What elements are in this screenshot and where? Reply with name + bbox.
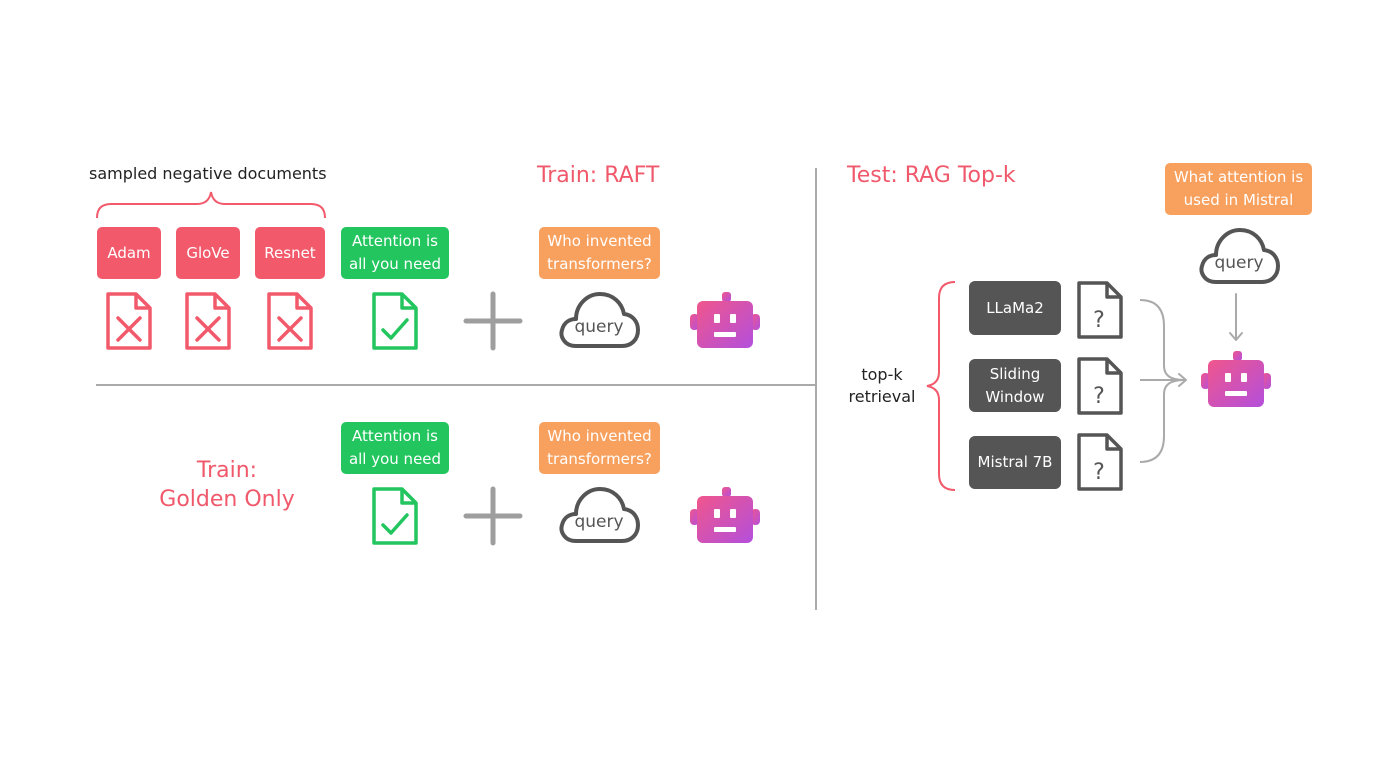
query-cloud-icon: query: [1199, 228, 1280, 284]
unknown-document-icon: ?: [1077, 357, 1123, 415]
train-golden-heading: Train: Golden Only: [159, 458, 295, 512]
negative-document-icon: [106, 292, 152, 350]
query-text: query: [574, 317, 623, 337]
query-text: query: [574, 512, 623, 532]
unknown-document-icon: ?: [1077, 433, 1123, 491]
query-text: query: [1214, 253, 1263, 273]
unknown-document-icon: ?: [1077, 281, 1123, 339]
retrieval-label: top-k retrieval: [848, 365, 916, 406]
negative-document-icon: [185, 292, 231, 350]
section-divider-horizontal: [96, 384, 816, 386]
question-label: Who invented transformers?: [539, 227, 660, 279]
retrieval-brace: [926, 281, 956, 491]
retrieved-doc-label: Mistral 7B: [969, 436, 1061, 489]
retrieved-doc-label: LLaMa2: [969, 281, 1061, 335]
negative-doc-label: GloVe: [176, 227, 240, 279]
question-label: Who invented transformers?: [539, 422, 660, 474]
golden-document-icon: [372, 487, 418, 545]
train-raft-heading: Train: RAFT: [537, 163, 660, 188]
golden-doc-label: Attention is all you need: [341, 422, 449, 474]
test-question-label: What attention is used in Mistral: [1165, 163, 1312, 215]
plus-icon: [463, 291, 523, 351]
unknown-mark: ?: [1093, 308, 1105, 333]
retrieved-doc-label: Sliding Window: [969, 359, 1061, 412]
section-divider-vertical: [815, 168, 817, 610]
query-cloud-icon: query: [559, 292, 640, 348]
golden-document-icon: [372, 292, 418, 350]
negatives-brace: [96, 191, 326, 219]
negative-document-icon: [267, 292, 313, 350]
robot-icon: [690, 292, 760, 348]
unknown-mark: ?: [1093, 384, 1105, 409]
query-cloud-icon: query: [559, 487, 640, 543]
robot-icon: [1201, 351, 1271, 407]
negative-doc-label: Resnet: [255, 227, 325, 279]
golden-doc-label: Attention is all you need: [341, 227, 449, 279]
test-heading: Test: RAG Top-k: [847, 163, 1016, 188]
unknown-mark: ?: [1093, 460, 1105, 485]
down-arrow-icon: [1229, 293, 1243, 341]
negatives-caption: sampled negative documents: [89, 164, 327, 183]
negative-doc-label: Adam: [97, 227, 161, 279]
plus-icon: [463, 486, 523, 546]
merge-arrows: [1139, 299, 1187, 463]
robot-icon: [690, 487, 760, 543]
